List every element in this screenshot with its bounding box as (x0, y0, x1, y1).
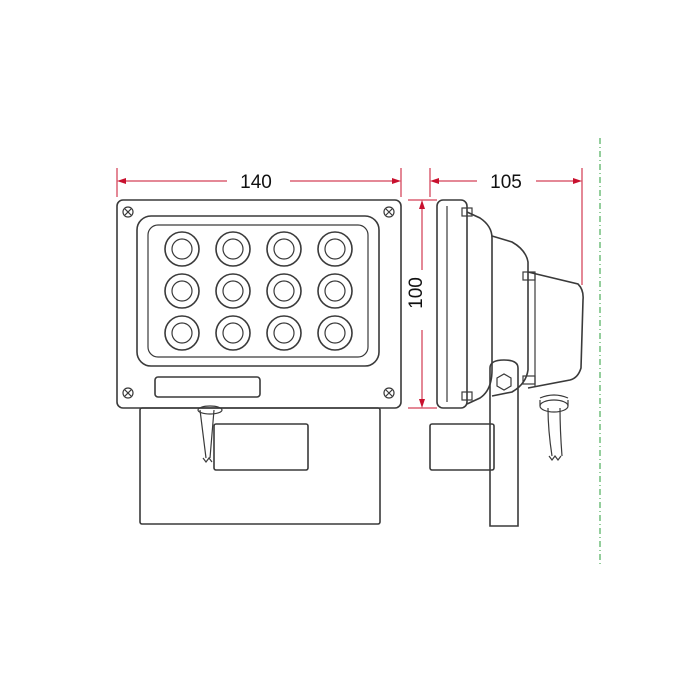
led-icon (317, 273, 353, 309)
screw-icon (122, 387, 134, 399)
front-housing (116, 199, 402, 409)
led-icon (164, 231, 200, 267)
front-cable-gland (197, 405, 223, 415)
hex-nut-icon (496, 373, 512, 391)
front-view (116, 199, 402, 525)
led-icon (266, 273, 302, 309)
front-sensor-block (213, 423, 309, 471)
side-heatsink (527, 271, 584, 389)
front-cable-end (202, 457, 213, 463)
dimension-width: 140 (116, 168, 402, 197)
dimension-depth-label: 105 (490, 172, 522, 193)
front-label-plate (154, 376, 261, 398)
side-bracket-box (429, 423, 495, 471)
side-rear-body (491, 235, 529, 397)
dimension-height-label: 100 (406, 277, 427, 309)
front-cable (199, 409, 215, 459)
front-bracket-box (139, 407, 381, 525)
led-icon (215, 231, 251, 267)
front-lens-window (147, 224, 369, 358)
side-body (466, 211, 493, 405)
dimension-width-label: 140 (240, 172, 272, 193)
led-icon (317, 231, 353, 267)
led-icon (215, 315, 251, 351)
dimension-height: 100 (406, 199, 437, 409)
led-icon (164, 315, 200, 351)
led-icon (266, 231, 302, 267)
side-cable-gland (539, 399, 569, 413)
led-icon (164, 273, 200, 309)
led-grid (164, 231, 353, 351)
screw-icon (122, 206, 134, 218)
led-icon (215, 273, 251, 309)
side-cable (547, 407, 563, 457)
screw-icon (383, 206, 395, 218)
side-bracket-arm (489, 359, 519, 527)
dimension-depth: 105 (429, 168, 583, 285)
side-front-plate (436, 199, 468, 409)
front-bezel (136, 215, 380, 367)
led-icon (266, 315, 302, 351)
side-view (429, 199, 584, 527)
led-icon (317, 315, 353, 351)
screw-icon (383, 387, 395, 399)
